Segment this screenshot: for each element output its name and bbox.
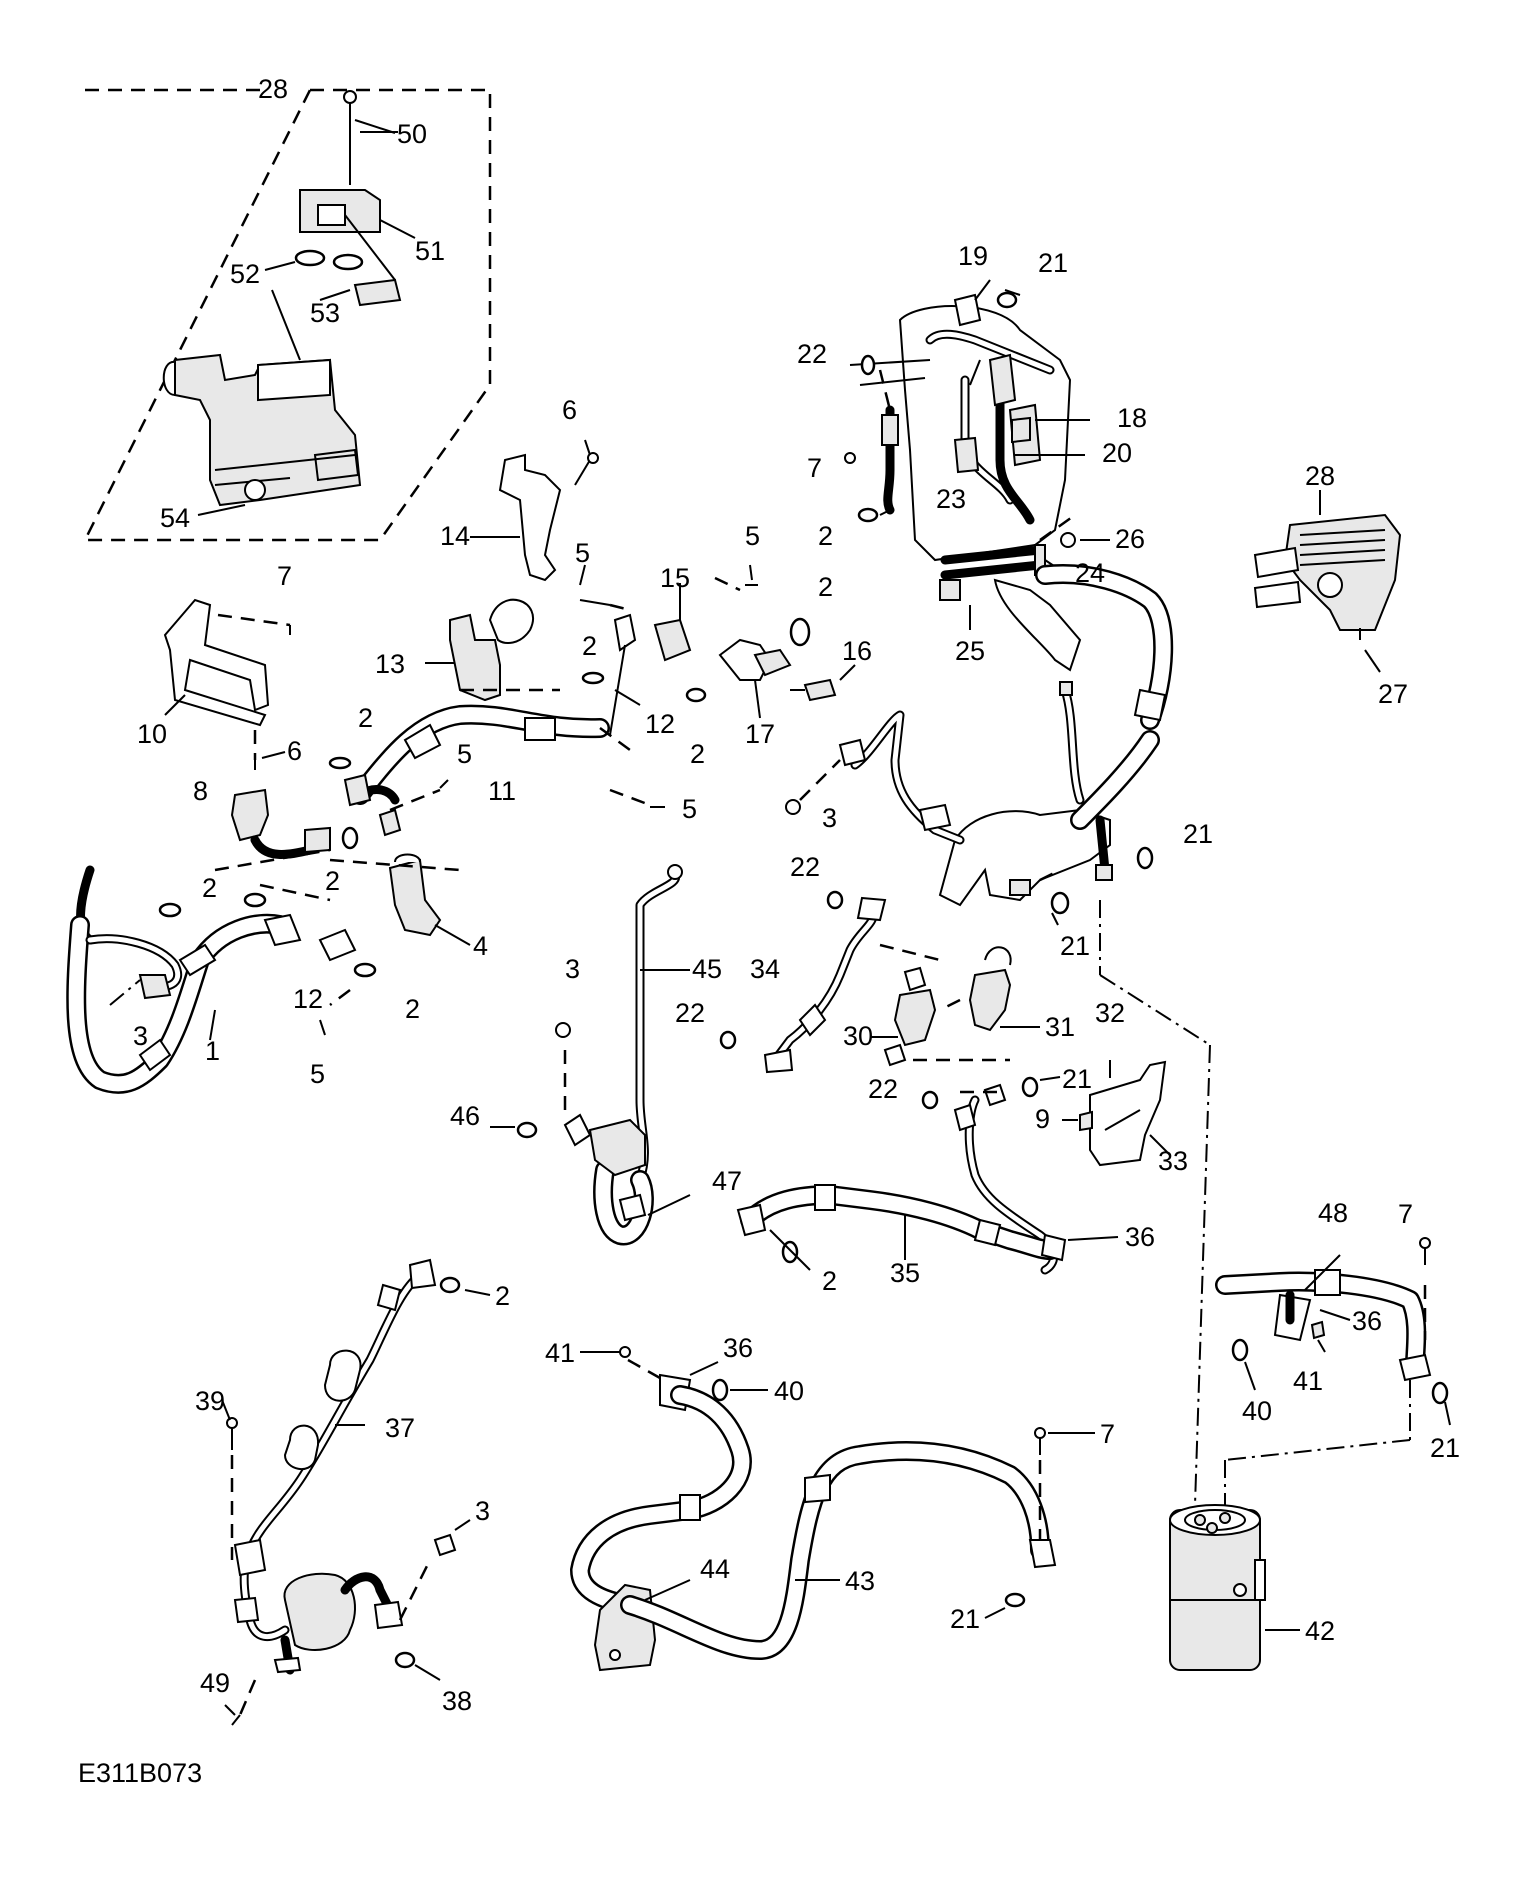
callout: 1 xyxy=(205,1036,220,1066)
callout: 2 xyxy=(822,1266,837,1296)
callout: 43 xyxy=(845,1566,875,1596)
callout: 22 xyxy=(868,1074,898,1104)
callout: 16 xyxy=(842,636,872,666)
callout: 28 xyxy=(258,74,288,104)
callout: 39 xyxy=(195,1386,225,1416)
callout: 5 xyxy=(745,521,760,551)
callout: 7 xyxy=(277,561,292,591)
callout: 2 xyxy=(405,994,420,1024)
callout: 21 xyxy=(1183,819,1213,849)
callout: 25 xyxy=(955,636,985,666)
callout: 36 xyxy=(723,1333,753,1363)
callout: 50 xyxy=(397,119,427,149)
callout: 14 xyxy=(440,521,470,551)
callout: 36 xyxy=(1125,1222,1155,1252)
callout: 19 xyxy=(958,241,988,271)
callout: 28 xyxy=(1305,461,1335,491)
callout: 15 xyxy=(660,563,690,593)
callout: 2 xyxy=(358,703,373,733)
pipe-37-assembly xyxy=(221,1258,491,1726)
callout: 38 xyxy=(442,1686,472,1716)
callout: 2 xyxy=(818,572,833,602)
callout: 40 xyxy=(774,1376,804,1406)
callout: 36 xyxy=(1352,1306,1382,1336)
upper-left-assembly xyxy=(66,439,856,1094)
callout: 48 xyxy=(1318,1198,1348,1228)
callout: 6 xyxy=(562,395,577,425)
callout: 13 xyxy=(375,649,405,679)
callout: 2 xyxy=(495,1281,510,1311)
callout: 3 xyxy=(565,954,580,984)
callout: 5 xyxy=(310,1059,325,1089)
callout: 12 xyxy=(645,709,675,739)
callout: 51 xyxy=(415,236,445,266)
diagram-code: E311B073 xyxy=(78,1758,202,1788)
callout: 12 xyxy=(293,984,323,1014)
middle-assembly xyxy=(490,864,1171,1275)
callout: 20 xyxy=(1102,438,1132,468)
callout: 21 xyxy=(1430,1433,1460,1463)
callout: 49 xyxy=(200,1668,230,1698)
callout: 2 xyxy=(582,631,597,661)
callout: 30 xyxy=(843,1021,873,1051)
callout: 47 xyxy=(712,1166,742,1196)
callout: 3 xyxy=(822,803,837,833)
callout: 41 xyxy=(1293,1366,1323,1396)
callout: 21 xyxy=(1060,931,1090,961)
callout: 22 xyxy=(675,998,705,1028)
callout: 44 xyxy=(700,1554,730,1584)
callout: 53 xyxy=(310,298,340,328)
callout: 17 xyxy=(745,719,775,749)
callout: 8 xyxy=(193,776,208,806)
callout: 7 xyxy=(1398,1199,1413,1229)
callout: 2 xyxy=(690,739,705,769)
callout: 24 xyxy=(1075,558,1105,588)
callout: 7 xyxy=(1100,1419,1115,1449)
callout: 41 xyxy=(545,1338,575,1368)
hose-43-assembly xyxy=(570,1346,1095,1672)
callout: 7 xyxy=(807,453,822,483)
callout: 2 xyxy=(325,866,340,896)
callout: 34 xyxy=(750,954,780,984)
callout: 46 xyxy=(450,1101,480,1131)
callout: 3 xyxy=(133,1021,148,1051)
callout: 10 xyxy=(137,719,167,749)
callout: 32 xyxy=(1095,998,1125,1028)
callout: 2 xyxy=(818,521,833,551)
callout: 45 xyxy=(692,954,722,984)
callout: 40 xyxy=(1242,1396,1272,1426)
callout: 33 xyxy=(1158,1146,1188,1176)
callout: 5 xyxy=(575,538,590,568)
callout: 27 xyxy=(1378,679,1408,709)
callout: 21 xyxy=(950,1604,980,1634)
inset-detail-28 xyxy=(82,88,492,542)
callout: 42 xyxy=(1305,1616,1335,1646)
callout: 9 xyxy=(1035,1104,1050,1134)
callout: 35 xyxy=(890,1258,920,1288)
callout: 21 xyxy=(1038,248,1068,278)
callout: 54 xyxy=(160,503,190,533)
callout: 22 xyxy=(790,852,820,882)
part-28-detail xyxy=(1253,490,1402,673)
receiver-drier-assembly xyxy=(1169,1237,1451,1671)
callout: 3 xyxy=(475,1496,490,1526)
module-18-assembly xyxy=(785,279,1211,1506)
callout: 5 xyxy=(682,794,697,824)
callout-labels: 28 50 51 52 53 54 6 14 7 5 15 5 2 16 13 … xyxy=(133,74,1460,1716)
callout: 22 xyxy=(797,339,827,369)
callout: 4 xyxy=(473,931,488,961)
callout: 26 xyxy=(1115,524,1145,554)
callout: 18 xyxy=(1117,403,1147,433)
callout: 23 xyxy=(936,484,966,514)
callout: 21 xyxy=(1062,1064,1092,1094)
callout: 31 xyxy=(1045,1012,1075,1042)
callout: 37 xyxy=(385,1413,415,1443)
callout: 52 xyxy=(230,259,260,289)
callout: 2 xyxy=(202,873,217,903)
callout: 5 xyxy=(457,739,472,769)
callout: 6 xyxy=(287,736,302,766)
callout: 11 xyxy=(488,776,516,806)
